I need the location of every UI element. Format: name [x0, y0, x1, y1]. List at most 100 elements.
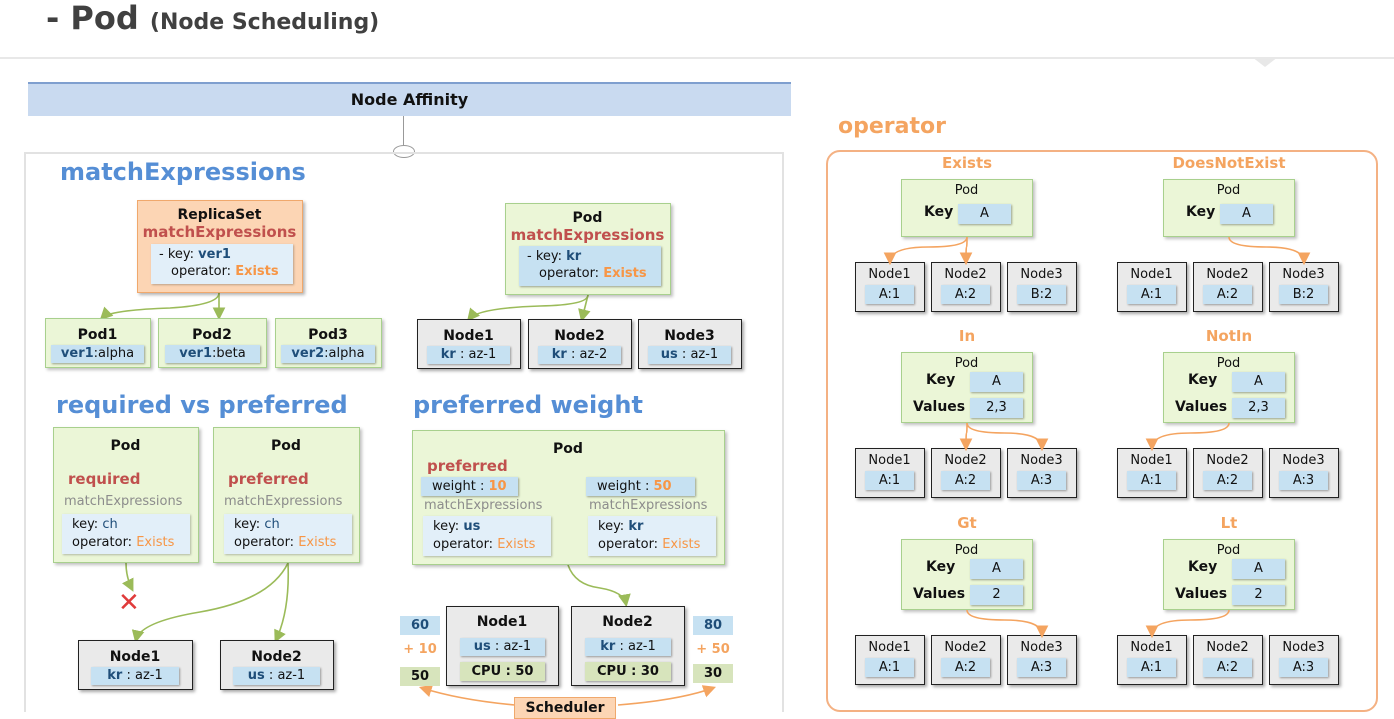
match-node3-label: us : az-1 — [648, 346, 731, 364]
replicaset-key-line: - key: ver1 — [159, 247, 231, 262]
op-in-key-value: A — [970, 372, 1023, 392]
preferred-key-line: key: ch — [234, 517, 280, 532]
op-exists-arrow-node2 — [959, 236, 973, 266]
score-left-plus: + 10 — [403, 642, 437, 657]
op-lt-node1-name: Node1 — [1130, 640, 1173, 655]
match-node2-label: kr : az-2 — [538, 346, 621, 364]
weight-left-sub: matchExpressions — [424, 498, 543, 513]
weight-node2-label: kr : az-1 — [585, 638, 671, 656]
op-gt-node3-value: A:3 — [1017, 658, 1066, 677]
op-exists-node3-value: B:2 — [1017, 285, 1066, 304]
weight-right-expression: key: kr operator: Exists — [588, 516, 716, 556]
op-lt-node3-name: Node3 — [1282, 640, 1325, 655]
banner-connector — [403, 116, 404, 146]
op-lt-values-label: Values — [1175, 586, 1228, 602]
match-pod-op-line: operator: Exists — [539, 266, 647, 281]
heading-required-vs-preferred: required vs preferred — [56, 391, 348, 419]
match-node2-box: Node2 kr : az-2 — [528, 319, 632, 369]
rp-node1-box: Node1 kr : az-1 — [78, 640, 193, 690]
weight-node1-name: Node1 — [476, 614, 528, 630]
score-left-cpu: 50 — [400, 667, 440, 686]
op-notin-node2-name: Node2 — [1206, 453, 1249, 468]
operator-panel — [826, 150, 1378, 712]
op-doesnotexist-pod-title: Pod — [1216, 183, 1241, 198]
page-subtitle: (Node Scheduling) — [149, 10, 380, 35]
weight-left-op-line: operator: Exists — [433, 537, 536, 552]
op-gt-node1-name: Node1 — [868, 640, 911, 655]
score-right-total: 80 — [693, 616, 733, 635]
arrow-rs-pod1 — [99, 292, 220, 321]
op-gt-values-label: Values — [913, 586, 966, 602]
op-lt-node2-value: A:2 — [1203, 658, 1252, 677]
op-in-node3-value: A:3 — [1017, 471, 1066, 490]
heading-preferred-weight: preferred weight — [413, 391, 643, 419]
op-gt-node1-value: A:1 — [865, 658, 914, 677]
op-notin-node2-value: A:2 — [1203, 471, 1252, 490]
required-sub: matchExpressions — [64, 494, 183, 509]
required-expression: key: ch operator: Exists — [62, 514, 190, 554]
op-gt-node2-name: Node2 — [944, 640, 987, 655]
score-left-total: 60 — [400, 616, 440, 635]
op-gt-node3-name: Node3 — [1020, 640, 1063, 655]
op-exists-node2-name: Node2 — [944, 267, 987, 282]
op-notin-node3-value: A:3 — [1279, 471, 1328, 490]
match-pod-title: Pod — [572, 210, 603, 226]
op-notin-node1-value: A:1 — [1127, 471, 1176, 490]
op-in-node3-name: Node3 — [1020, 453, 1063, 468]
pod3-name: Pod3 — [308, 327, 348, 343]
weight-node2-box: Node2 kr : az-1 CPU : 30 — [571, 606, 685, 686]
header-divider — [0, 57, 1394, 59]
pod2-box: Pod2 ver1:beta — [158, 318, 267, 368]
rp-node2-name: Node2 — [251, 649, 302, 665]
rp-node1-label: kr : az-1 — [91, 667, 179, 685]
op-notin-values-label: Values — [1175, 399, 1228, 415]
match-node3-box: Node3 us : az-1 — [638, 319, 742, 369]
op-doesnotexist-node3-value: B:2 — [1279, 285, 1328, 304]
op-exists-node1-name: Node1 — [868, 267, 911, 282]
op-exists-key-value: A — [958, 204, 1011, 224]
node-affinity-banner: Node Affinity — [28, 82, 791, 116]
page-title-main: - Pod — [46, 0, 139, 37]
replicaset-box: ReplicaSet matchExpressions - key: ver1 … — [137, 200, 303, 293]
op-doesnotexist-node1-value: A:1 — [1127, 285, 1176, 304]
node-affinity-panel — [24, 152, 784, 712]
op-in-arrow-node3 — [966, 422, 1049, 452]
match-node3-name: Node3 — [664, 328, 715, 344]
op-in-node1-value: A:1 — [865, 471, 914, 490]
weight-pod-title: Pod — [553, 441, 583, 457]
page-title: - Pod (Node Scheduling) — [46, 2, 379, 34]
pod1-box: Pod1 ver1:alpha — [45, 318, 151, 368]
arrow-pod-node2 — [578, 294, 591, 323]
match-pod-sub: matchExpressions — [510, 226, 665, 244]
op-in-arrow-node2 — [959, 422, 973, 452]
weight-left-key-line: key: us — [433, 519, 481, 534]
required-pod-box: Pod required matchExpressions key: ch op… — [53, 427, 199, 563]
op-doesnotexist-node3-name: Node3 — [1282, 267, 1325, 282]
preferred-sub: matchExpressions — [224, 494, 343, 509]
op-exists-key-label: Key — [924, 204, 954, 220]
op-lt-arrow-node1 — [1145, 609, 1230, 639]
op-in-label: In — [958, 327, 976, 345]
op-lt-node3-value: A:3 — [1279, 658, 1328, 677]
replicaset-expression: - key: ver1 operator: Exists — [151, 244, 293, 284]
required-op-line: operator: Exists — [72, 535, 175, 550]
pod1-label: ver1:alpha — [51, 345, 144, 363]
pod2-label: ver1:beta — [165, 345, 260, 363]
op-gt-values-value: 2 — [970, 585, 1023, 605]
weight-left-expression: key: us operator: Exists — [423, 516, 551, 556]
op-in-node2-value: A:2 — [941, 471, 990, 490]
